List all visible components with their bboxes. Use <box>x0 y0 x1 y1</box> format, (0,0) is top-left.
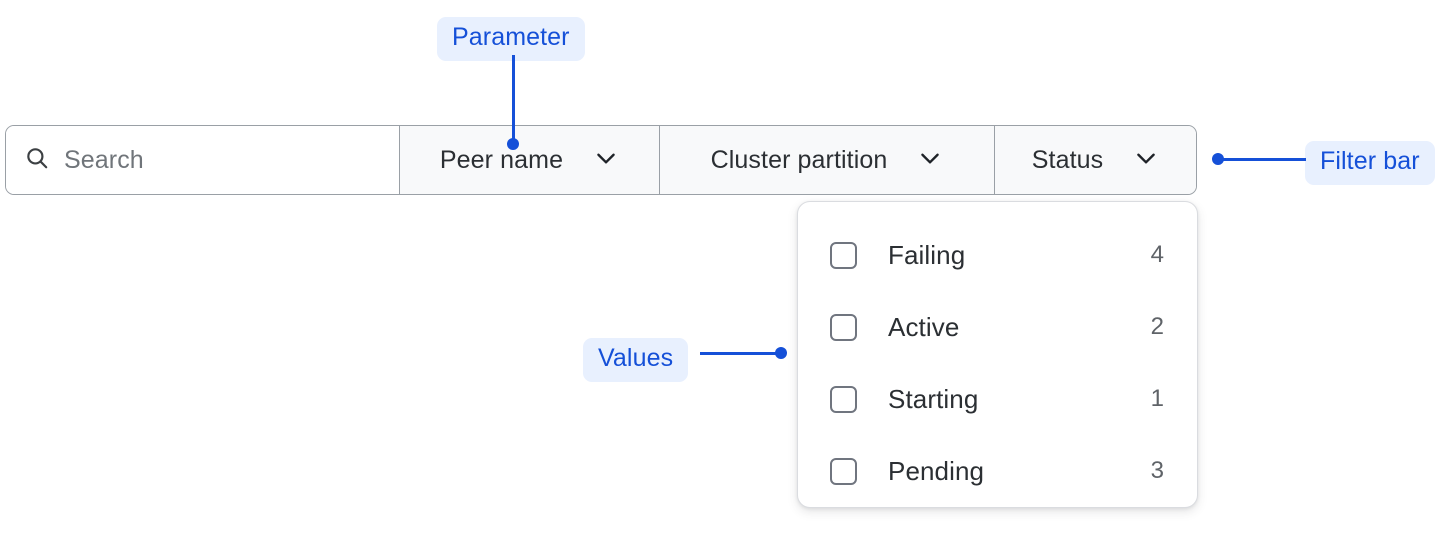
filter-segment-label: Peer name <box>439 145 564 174</box>
checkbox-starting[interactable] <box>830 385 857 413</box>
annotation-leader-line-filter-bar <box>1222 158 1306 161</box>
filter-bar: Search Peer name Cluster partition Statu… <box>5 125 1197 195</box>
annotation-label-parameter: Parameter <box>437 17 585 61</box>
list-item[interactable]: Pending 3 <box>830 435 1164 507</box>
checkbox-pending[interactable] <box>830 457 857 485</box>
list-item[interactable]: Starting 1 <box>830 363 1164 435</box>
annotation-label-filter-bar: Filter bar <box>1305 141 1435 185</box>
list-item-label: Starting <box>888 383 979 414</box>
list-item-label: Active <box>888 311 960 342</box>
list-item[interactable]: Failing 4 <box>830 219 1164 291</box>
status-filter-dropdown: Failing 4 Active 2 Starting 1 Pending 3 <box>797 201 1198 508</box>
search-input[interactable]: Search <box>6 126 400 194</box>
list-item-label: Failing <box>888 239 966 270</box>
chevron-down-icon <box>917 145 943 176</box>
list-item-count: 3 <box>1150 457 1164 484</box>
filter-segment-status[interactable]: Status <box>995 126 1196 194</box>
annotation-anchor-dot-values <box>775 347 787 359</box>
checkbox-failing[interactable] <box>830 241 857 269</box>
list-item-count: 4 <box>1150 241 1164 268</box>
filter-segment-cluster-partition[interactable]: Cluster partition <box>660 126 995 194</box>
search-placeholder: Search <box>64 145 144 174</box>
filter-segment-label: Status <box>1031 145 1104 174</box>
annotation-label-values: Values <box>583 338 689 382</box>
filter-segment-label: Cluster partition <box>710 145 888 174</box>
search-icon <box>24 145 50 176</box>
annotation-leader-line-parameter <box>512 55 515 143</box>
list-item-label: Pending <box>888 455 985 486</box>
annotation-anchor-dot-filter-bar <box>1212 153 1224 165</box>
chevron-down-icon <box>593 145 619 176</box>
checkbox-active[interactable] <box>830 313 857 341</box>
chevron-down-icon <box>1133 145 1159 176</box>
list-item-count: 1 <box>1150 385 1164 412</box>
annotation-leader-line-values <box>700 352 784 355</box>
filter-segment-peer-name[interactable]: Peer name <box>400 126 660 194</box>
annotation-anchor-dot-parameter <box>507 138 519 150</box>
list-item-count: 2 <box>1150 313 1164 340</box>
list-item[interactable]: Active 2 <box>830 291 1164 363</box>
